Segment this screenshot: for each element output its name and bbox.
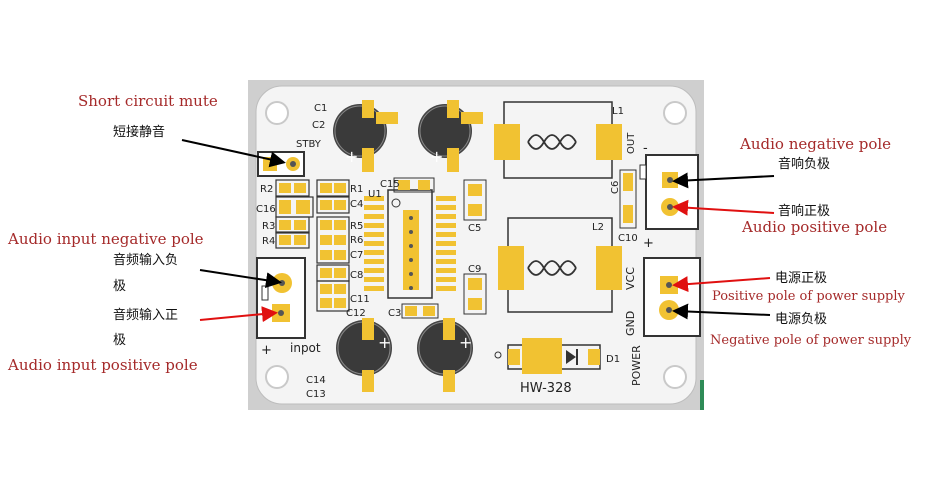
label-output-positive-cn: 音响正极 — [778, 204, 831, 219]
silk-c13: C13 — [306, 389, 326, 400]
silk-c1: C1 — [314, 103, 327, 114]
silk-c16: C16 — [256, 204, 276, 215]
silk-c14: C14 — [306, 375, 326, 386]
silk-c2: C2 — [312, 120, 325, 131]
label-power-negative-cn: 电源负极 — [775, 312, 828, 327]
label-input-positive-cn-1: 音频输入正 — [113, 308, 179, 323]
silk-r1: R1 — [350, 184, 363, 195]
annotation-arrows — [181, 139, 775, 323]
svg-text:+: + — [459, 333, 472, 352]
mounting-hole-icon — [265, 101, 687, 389]
silk-c9: C9 — [468, 264, 481, 275]
label-power-positive-en: Positive pole of power supply — [712, 289, 905, 304]
silk-c3: C3 — [388, 308, 401, 319]
silk-power: POWER — [630, 345, 643, 386]
label-output-negative-cn: 音响负极 — [778, 157, 831, 172]
label-power-negative-en: Negative pole of power supply — [710, 333, 912, 348]
label-output-negative-en: Audio negative pole — [740, 135, 892, 153]
silk-d1: D1 — [606, 354, 620, 365]
silk-c8: C8 — [350, 270, 363, 281]
silk-c11: C11 — [350, 294, 370, 305]
silk-r2: R2 — [260, 184, 273, 195]
diode-d1 — [494, 338, 601, 374]
svg-text:+: + — [378, 333, 391, 352]
svg-text:+: + — [430, 147, 443, 166]
silk-gnd: GND — [624, 311, 637, 336]
silk-out: OUT — [626, 132, 637, 154]
silk-c6: C6 — [610, 181, 621, 194]
label-input-positive-en: Audio input positive pole — [8, 356, 198, 374]
svg-text:+: + — [345, 147, 358, 166]
power-connector — [643, 257, 701, 337]
silk-plus-in: + — [261, 343, 272, 358]
silk-c12: C12 — [346, 308, 366, 319]
inductor-l1 — [494, 101, 622, 179]
silk-c4: C4 — [350, 199, 363, 210]
silk-plus-out: + — [643, 236, 654, 251]
label-output-positive-en: Audio positive pole — [742, 218, 888, 236]
label-input-negative-cn-2: 极 — [113, 279, 127, 294]
capacitor-c14: + — [336, 318, 392, 392]
silk-c7: C7 — [350, 250, 363, 261]
silk-r4: R4 — [262, 236, 275, 247]
label-mute-en: Short circuit mute — [78, 92, 218, 110]
ic-u1 — [364, 189, 456, 299]
silk-l1: L1 — [612, 106, 624, 117]
silk-l2: L2 — [592, 222, 604, 233]
label-input-negative-cn-1: 音频输入负 — [113, 253, 179, 268]
smd-pads-left — [279, 183, 346, 308]
label-input-positive-cn-2: 极 — [113, 333, 127, 348]
silk-c10: C10 — [618, 233, 638, 244]
capacitor-c2: + — [418, 100, 472, 172]
silk-c5: C5 — [468, 223, 481, 234]
capacitor-c13: + — [417, 318, 473, 392]
silk-c15: C15 — [380, 179, 400, 190]
silk-inpot: inpot — [290, 341, 321, 355]
capacitor-c1: + — [333, 100, 387, 172]
silk-vcc: VCC — [624, 267, 637, 290]
output-connector — [639, 154, 699, 230]
label-mute-cn: 短接静音 — [113, 125, 166, 140]
silk-model: HW-328 — [520, 381, 572, 396]
silk-r6: R6 — [350, 235, 363, 246]
silk-r3: R3 — [262, 221, 275, 232]
inductor-l2 — [498, 217, 622, 313]
silk-stby: STBY — [296, 139, 322, 150]
input-connector — [256, 257, 306, 339]
silk-r5: R5 — [350, 221, 363, 232]
silk-minus-out: - — [643, 141, 648, 156]
silk-u1: U1 — [368, 189, 382, 200]
label-input-negative-en: Audio input negative pole — [8, 230, 204, 248]
label-power-positive-cn: 电源正极 — [775, 271, 828, 286]
